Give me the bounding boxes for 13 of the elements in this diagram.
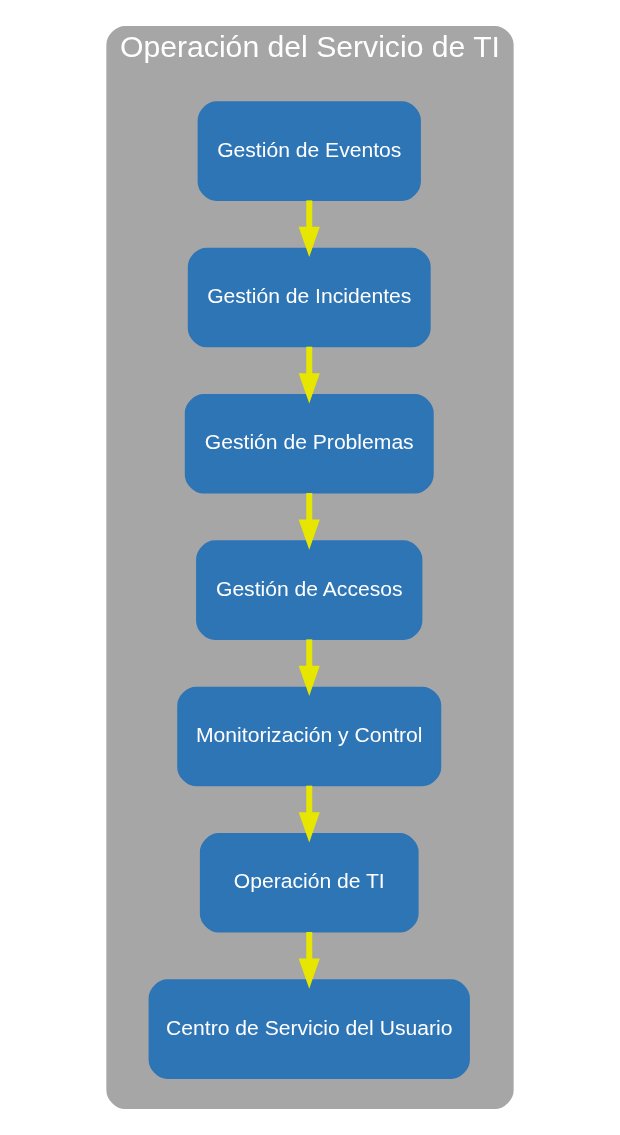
node-box: Operación de TI [199,833,419,933]
node-box: Gestión de Accesos [196,540,423,640]
arrow [298,639,320,697]
arrow [298,932,320,989]
arrow [298,785,320,843]
arrow [298,493,320,550]
node-box: Monitorización y Control [177,686,442,787]
arrow [298,200,320,258]
node-box: Gestión de Eventos [197,101,421,201]
node-box: Centro de Servicio del Usuario [148,979,470,1079]
node-box: Gestión de Problemas [184,394,434,494]
arrow [298,346,320,404]
node-box: Gestión de Incidentes [187,247,431,348]
